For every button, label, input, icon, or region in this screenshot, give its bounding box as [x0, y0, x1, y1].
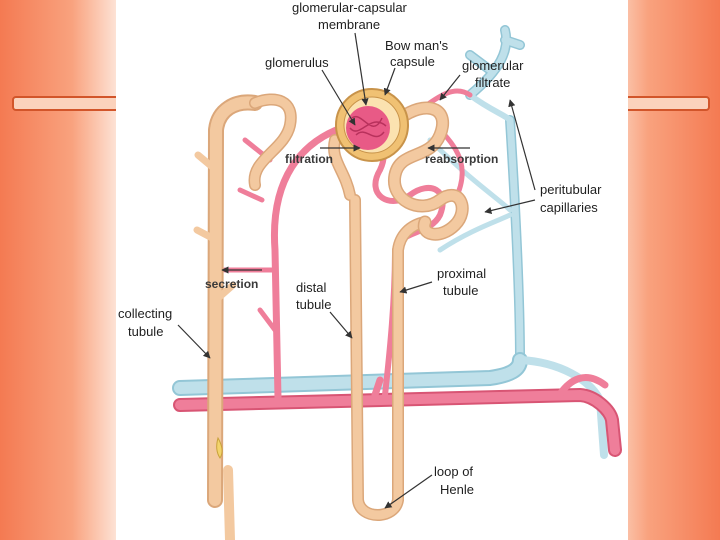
label-glomerular-filtrate-l1: glomerular: [462, 58, 524, 73]
label-bowmans-capsule-l1: Bow man's: [385, 38, 449, 53]
label-glomerular-filtrate-l2: filtrate: [475, 75, 510, 90]
label-proximal-tubule-l2: tubule: [443, 283, 478, 298]
label-bowmans-capsule-l2: capsule: [390, 54, 435, 69]
label-reabsorption: reabsorption: [425, 152, 498, 166]
label-proximal-tubule-l1: proximal: [437, 266, 486, 281]
label-collecting-tubule-l2: tubule: [128, 324, 163, 339]
label-glomerulus: glomerulus: [265, 55, 329, 70]
bowmans-capsule: [336, 89, 408, 161]
label-distal-tubule-l2: tubule: [296, 297, 331, 312]
label-collecting-tubule-l1: collecting: [118, 306, 172, 321]
label-filtration: filtration: [285, 152, 333, 166]
label-peritubular-capillaries-l2: capillaries: [540, 200, 598, 215]
label-distal-tubule-l1: distal: [296, 280, 326, 295]
label-loop-of-henle-l1: loop of: [434, 464, 473, 479]
label-loop-of-henle-l2: Henle: [440, 482, 474, 497]
label-secretion: secretion: [205, 277, 258, 291]
glomerulus-tuft: [346, 106, 390, 150]
label-glomerular-capsular-membrane-l2: membrane: [318, 17, 380, 32]
label-glomerular-capsular-membrane-l1: glomerular-capsular: [292, 0, 408, 15]
label-peritubular-capillaries-l1: peritubular: [540, 182, 602, 197]
